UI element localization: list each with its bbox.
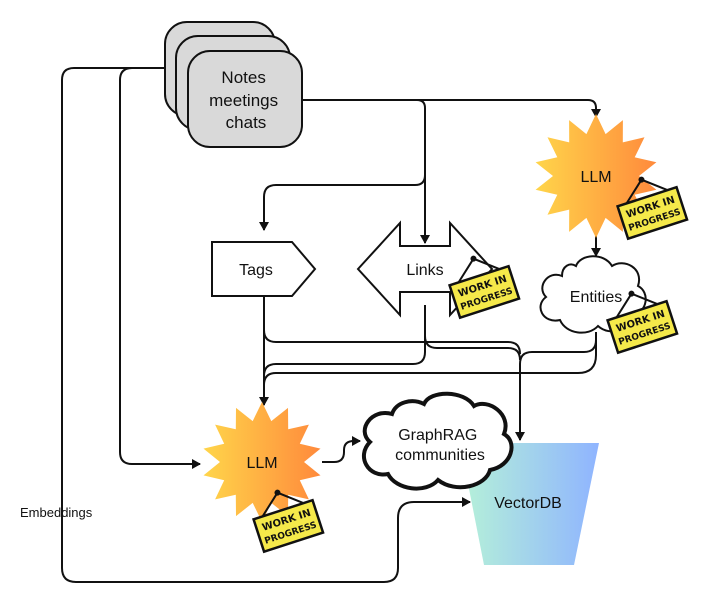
tags-node: Tags [211,241,317,297]
entities-label: Entities [570,289,622,306]
vectordb-node: VectorDB [460,443,599,565]
notes-line-1: Notes [221,68,265,87]
edge-entities-to-vectordb [515,338,597,441]
graphrag-line-2: communities [395,447,485,464]
edge-embeddings [61,67,471,583]
llm-bottom-node: LLM [203,402,321,522]
vectordb-label: VectorDB [494,495,562,512]
edge-notes-to-links [300,99,430,244]
notes-stack: Notes meetings chats [164,21,303,148]
edge-links-to-vectordb [424,322,521,361]
edge-entities-to-llm-bottom [263,332,597,386]
edge-notes-to-tags [259,110,426,231]
graphrag-line-1: GraphRAG [398,427,477,444]
graphrag-node: GraphRAG communities [362,391,514,491]
edge-links-to-llm-bottom [263,305,426,377]
tags-label: Tags [239,262,273,279]
embeddings-label: Embeddings [20,505,93,520]
notes-line-2: meetings [209,91,278,110]
notes-line-3: chats [226,113,267,132]
links-label: Links [406,262,443,279]
edge-notes-to-llm-top [300,99,601,118]
edge-tags-to-vectordb [263,305,521,355]
edge-llm-to-graphrag [322,436,361,463]
llm-top-label: LLM [580,169,611,186]
svg-text:Notes meetings cha: Notes meetings chats [209,68,283,132]
llm-bottom-label: LLM [246,455,277,472]
svg-text:GraphRAG communities: GraphRAG communities [395,427,485,464]
